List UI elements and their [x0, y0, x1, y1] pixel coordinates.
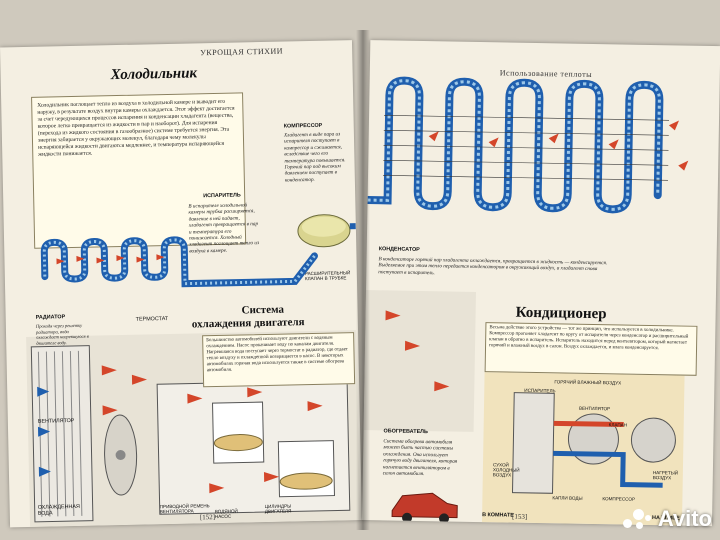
- cold-flow-arrows: [37, 386, 51, 477]
- avito-watermark-text: Avito: [657, 506, 712, 531]
- engine-title-1: Система: [241, 303, 285, 317]
- evaporator-coil: [40, 236, 318, 288]
- fan: [104, 414, 138, 496]
- engine-title-2: охлаждения двигателя: [191, 316, 305, 331]
- room-label: В комнате: [482, 512, 514, 519]
- ac-valve-label: Клапан: [608, 422, 628, 428]
- engine-diagram-continued: [363, 290, 476, 432]
- ac-description: Весьма действие этого устройства — тот ж…: [489, 325, 689, 352]
- condenser-diagram: [363, 76, 689, 527]
- avito-watermark: Avito: [622, 506, 712, 532]
- cool-dry-label: Сухой холодный воздух: [492, 462, 520, 478]
- cooled-water-label: Охлажденная вода: [37, 503, 80, 517]
- coolant-flow-arrows: [101, 365, 323, 494]
- ac-fan-label: Вентилятор: [578, 405, 611, 412]
- warm-air-arrows: [56, 254, 165, 265]
- condenser-text: В конденсаторе горячий пар хладагента ох…: [378, 256, 608, 277]
- ac-compressor-label: Компрессор: [602, 496, 636, 502]
- fridge-diagram: [26, 214, 361, 527]
- heater-label: Обогреватель: [383, 428, 428, 436]
- compressor-unit: [297, 214, 356, 248]
- engine-description: Большинство автомобилей используют двига…: [206, 335, 348, 374]
- ac-evaporator: [511, 392, 676, 494]
- radiator: [30, 345, 94, 523]
- hot-air-label: Нагретый воздух: [652, 470, 679, 481]
- pump-label: Водяной насос: [214, 508, 238, 520]
- condenser-label: Конденсатор: [378, 246, 420, 253]
- condenser-coil: [363, 76, 664, 214]
- radiator-label: Радиатор: [35, 314, 66, 321]
- condensate-label: Капли воды: [552, 495, 583, 501]
- left-page: УКРОЩАЯ СТИХИИ Холодильник Холодильник п…: [0, 40, 362, 528]
- engine-block: [156, 379, 351, 515]
- car-icon: [391, 492, 458, 524]
- heat-arrows: [428, 120, 689, 171]
- heater-text: Система обогрева автомобиля может быть ч…: [382, 438, 458, 478]
- radiator-text: Проходя через решетку радиатора, вода ох…: [35, 322, 89, 346]
- ac-title: Кондиционер: [515, 304, 607, 323]
- page-number-right: [153]: [512, 512, 528, 521]
- heat-wave-lines: [383, 115, 670, 181]
- page-number-left: [152]: [199, 513, 216, 522]
- right-page: Использование теплоты: [362, 40, 720, 527]
- book-gutter-shadow: [356, 30, 370, 530]
- thermostat-label: Термостат: [135, 316, 169, 323]
- cylinders-label: Цилиндры двигателя: [264, 503, 292, 515]
- avito-logo-icon: [622, 509, 653, 531]
- ac-evaporator-label: Испаритель: [524, 387, 556, 394]
- fan-label: Вентилятор: [37, 418, 75, 425]
